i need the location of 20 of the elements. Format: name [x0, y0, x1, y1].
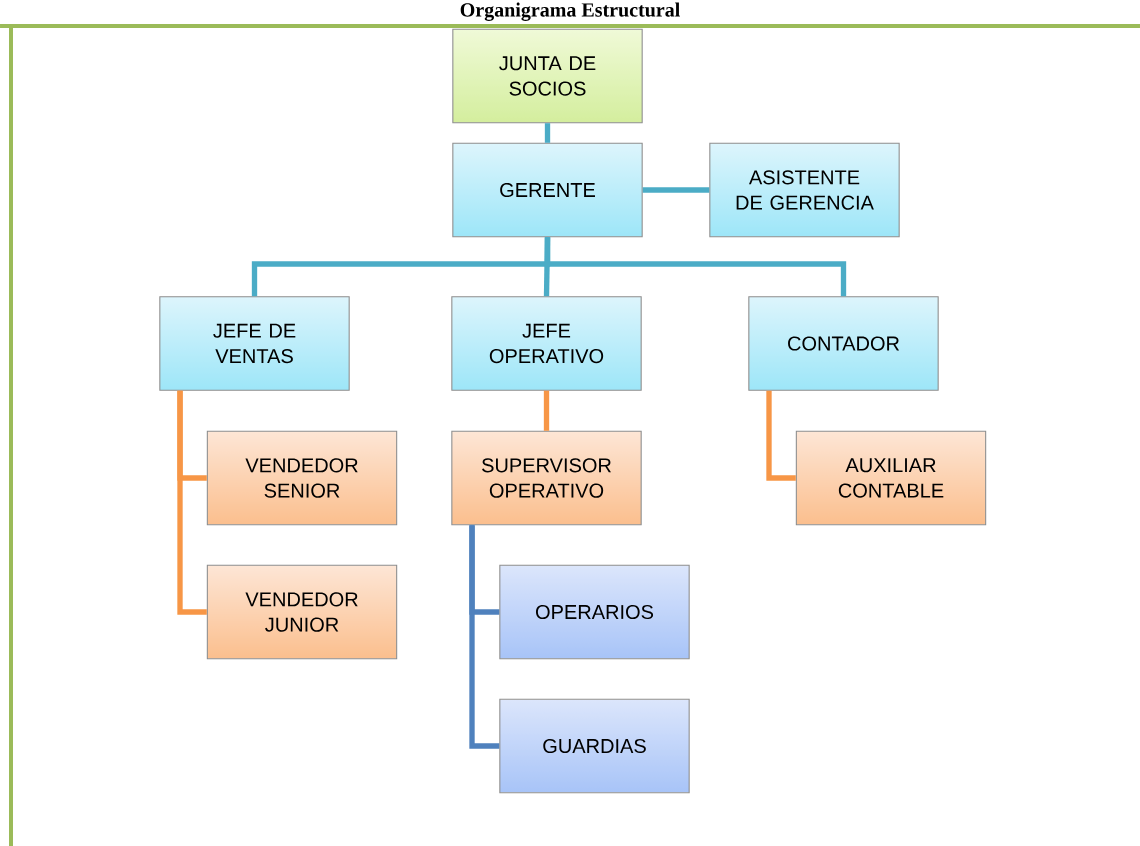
position-box: GUARDIAS: [499, 698, 690, 794]
position-box: JEFE DE VENTAS: [159, 296, 350, 391]
position-box: VENDEDOR SENIOR: [206, 430, 398, 526]
position-box: VENDEDOR JUNIOR: [206, 564, 398, 660]
position-box: OPERARIOS: [499, 564, 690, 660]
connector-line: [177, 390, 207, 615]
connector-line: [543, 390, 550, 431]
connector-line: [469, 525, 500, 749]
connector-line: [544, 123, 551, 143]
connector-line: [642, 187, 710, 193]
position-box: JUNTA DE SOCIOS: [452, 28, 643, 124]
position-box: ASISTENTE DE GERENCIA: [709, 142, 900, 238]
position-box: SUPERVISOR OPERATIVO: [451, 430, 642, 526]
position-box: JEFE OPERATIVO: [451, 296, 642, 391]
position-box: GERENTE: [452, 142, 643, 238]
connector-line: [766, 390, 796, 481]
position-box: AUXILIAR CONTABLE: [795, 430, 987, 526]
position-box: CONTADOR: [748, 296, 939, 391]
title: Organigrama Estructural: [460, 2, 680, 21]
connector-line: [544, 237, 847, 297]
